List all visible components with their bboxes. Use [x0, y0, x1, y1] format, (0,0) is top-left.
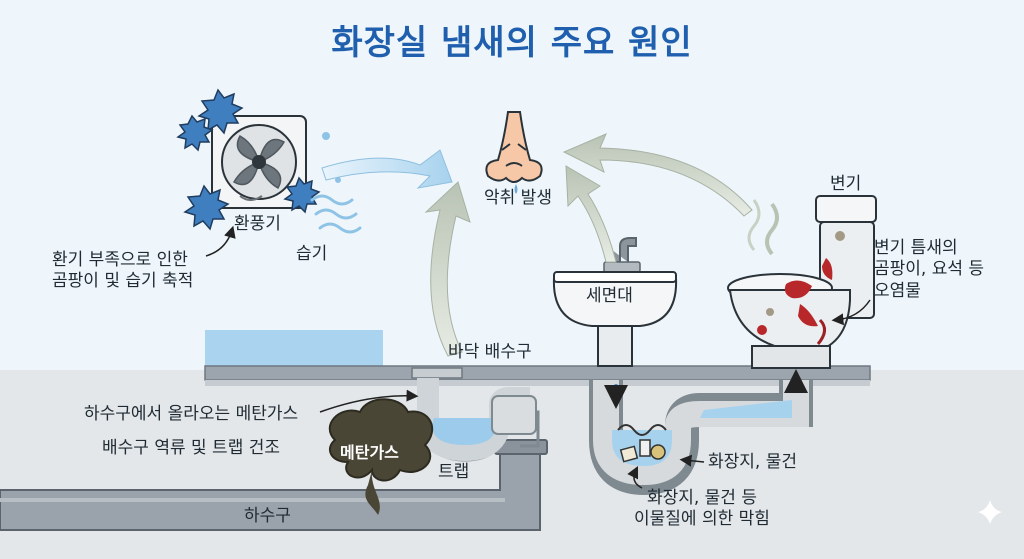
- standing-water: [205, 330, 383, 370]
- debris-icon: [617, 424, 667, 463]
- clog-label: 화장지, 물건 등 이물질에 의한 막힘: [634, 488, 770, 530]
- ventilation-label: 환기 부족으로 인한 곰팡이 및 습기 축적: [52, 250, 194, 292]
- toilet-label: 변기: [830, 174, 862, 194]
- clog-items-label: 화장지, 물건: [708, 452, 798, 472]
- backflow-label: 배수구 역류 및 트랩 건조: [102, 438, 281, 458]
- page-title: 화장실 냄새의 주요 원인: [331, 23, 693, 63]
- humidity-wave-icon: [310, 132, 362, 234]
- fan-icon: [211, 115, 307, 209]
- methane-rise-label: 하수구에서 올라오는 메탄가스: [84, 404, 299, 424]
- p-trap-icon: [411, 367, 540, 462]
- sewer-label: 하수구: [244, 506, 291, 526]
- fan-label: 환풍기: [234, 214, 281, 234]
- odor-label: 악취 발생: [484, 188, 552, 208]
- methane-cloud-label: 메탄가스: [340, 443, 399, 462]
- sink-icon: [552, 237, 678, 367]
- trap-label: 트랩: [438, 462, 470, 482]
- mold-spore-icon: [176, 88, 321, 231]
- toilet-gap-label: 변기 틈새의 곰팡이, 요석 등 오염물: [874, 238, 985, 301]
- floor-drain-label: 바닥 배수구: [448, 342, 532, 362]
- methane-cloud-icon: [328, 398, 434, 515]
- callout-arrows: [205, 225, 871, 489]
- odor-flow-arrows: [321, 133, 779, 357]
- clogged-drain-pipe: [589, 369, 813, 496]
- toilet-icon: [727, 195, 877, 369]
- stain-marks: [757, 231, 845, 345]
- sparkle-icon: [978, 500, 1002, 524]
- sink-label: 세면대: [586, 286, 633, 306]
- nose-icon: [485, 111, 543, 194]
- humidity-label: 습기: [296, 244, 328, 264]
